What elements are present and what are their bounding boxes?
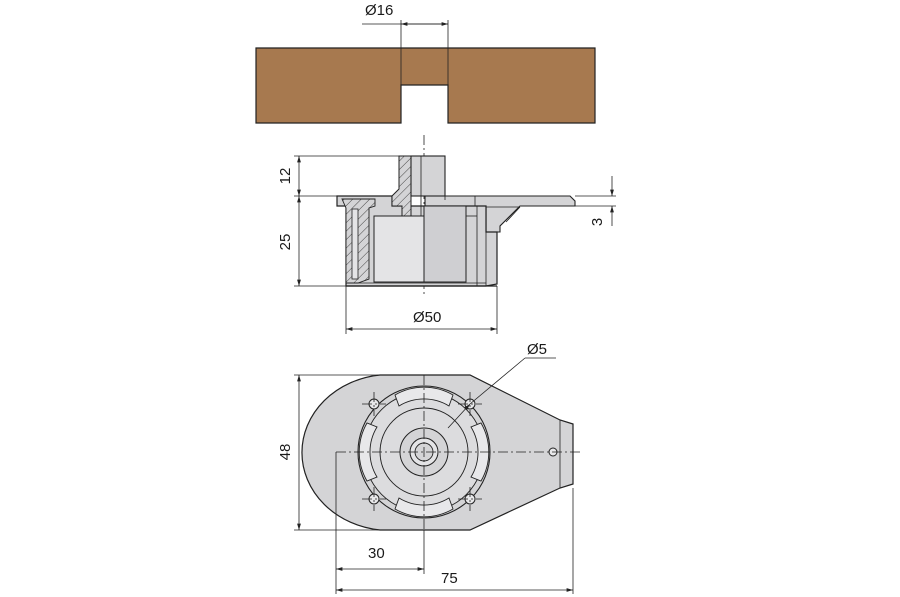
wood-panel	[255, 47, 596, 124]
wood-panel-section: Ø16	[255, 2, 596, 124]
left-wall-hatch	[341, 198, 376, 284]
bore-diameter-label: Ø16	[365, 2, 393, 19]
spigot	[410, 155, 446, 197]
body-diameter-label: Ø50	[413, 309, 441, 326]
length-label: 75	[441, 570, 458, 587]
plan-view: Ø5 48 30 75	[277, 341, 580, 594]
side-section-view: 12 25 3 Ø50	[277, 135, 616, 334]
width-label: 48	[277, 444, 294, 461]
flange-thickness-label: 3	[589, 218, 606, 226]
center-offset-label: 30	[368, 545, 385, 562]
hole-diameter-label: Ø5	[527, 341, 547, 358]
body-height-label: 25	[277, 234, 294, 251]
top-height-label: 12	[277, 168, 294, 185]
